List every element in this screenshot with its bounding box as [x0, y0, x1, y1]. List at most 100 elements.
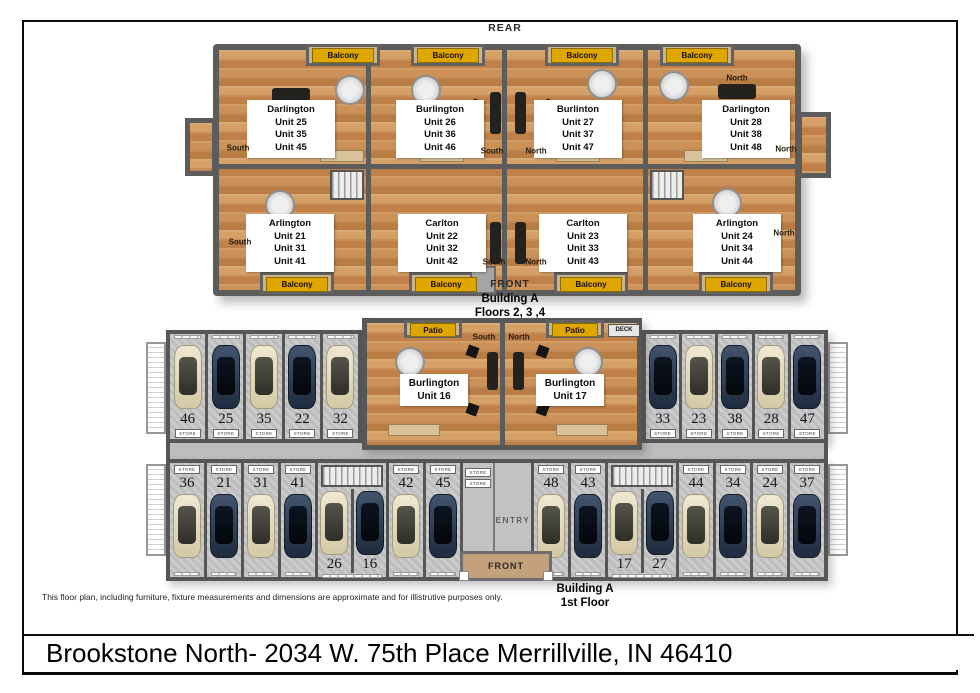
building-name: Building A [481, 293, 539, 305]
plan-name: Arlington [268, 218, 312, 229]
garage-door [719, 572, 747, 576]
floor-label: 1st Floor [560, 597, 610, 609]
car [721, 345, 749, 409]
storage-locker: STORE [794, 465, 820, 474]
upper-left-bumpout [185, 118, 217, 176]
direction-label: South [472, 332, 496, 342]
car [173, 494, 201, 558]
car [288, 345, 317, 409]
storage-locker: STORE [683, 465, 709, 474]
car [284, 494, 312, 558]
garage-door [685, 335, 712, 339]
garage-door [173, 572, 201, 576]
sofa [490, 92, 501, 134]
garage-door [173, 335, 202, 339]
direction-label: South [228, 237, 252, 247]
sofa [513, 352, 524, 390]
garage-stall-31: STORE 31 [244, 463, 281, 577]
unit-card-burlington-16: Burlington Unit 16 [400, 374, 468, 406]
unit-number: Unit 42 [426, 255, 458, 267]
unit-card-burlington-17: Burlington Unit 17 [536, 374, 604, 406]
storage-locker: STORE [757, 465, 783, 474]
car [719, 494, 747, 558]
garage-number: 38 [727, 411, 743, 427]
unit-number: Unit 46 [424, 141, 456, 153]
car [648, 345, 677, 409]
dining-table [573, 347, 603, 377]
garage-number: 34 [725, 475, 741, 491]
garage-number: 33 [655, 411, 671, 427]
garage-stall-17: 17 [608, 489, 641, 573]
garage-wing-top-left: 46 STORE 25 STORE 35 STORE 22 STORE 32 S… [166, 330, 362, 443]
unit-card-carlton-23: Carlton Unit 23 Unit 33 Unit 43 [539, 214, 627, 272]
stairwell [321, 465, 383, 487]
upper-wall-left [366, 50, 371, 290]
garage-row-bottom: STORE 36 STORE 21 STORE 31 STORE 41 [166, 459, 828, 581]
storage-locker: STORE [685, 429, 712, 438]
garage-door [793, 572, 821, 576]
garage-door [210, 572, 238, 576]
unit-number: Unit 26 [424, 116, 456, 128]
patio-label: Patio [552, 323, 598, 337]
upper-wall-right [643, 50, 648, 290]
garage-stall-44: STORE 44 [679, 463, 716, 577]
storage-locker: STORE [289, 429, 316, 438]
stairwell [650, 170, 684, 200]
car [320, 491, 349, 555]
plan-title: Brookstone North- 2034 W. 75th Place Mer… [24, 634, 974, 670]
garage-number: 45 [435, 475, 451, 491]
garage-stall-28: 28 STORE [755, 334, 791, 439]
garage-number: 28 [763, 411, 779, 427]
storage-locker: STORE [575, 465, 601, 474]
unit-number: Unit 24 [721, 230, 753, 242]
sofa [718, 84, 756, 99]
unit-card-burlinton-27: Burlinton Unit 27 Unit 37 Unit 47 [534, 100, 622, 158]
unit-card-burlington-26: Burlington Unit 26 Unit 36 Unit 46 [396, 100, 484, 158]
unit-number: Unit 35 [275, 129, 307, 140]
garage-stall-46: 46 STORE [170, 334, 209, 439]
end-porch-rail [828, 342, 848, 434]
garage-stall-25: 25 STORE [208, 334, 247, 439]
storage-locker: STORE [285, 465, 311, 474]
stairwell [330, 170, 364, 200]
end-porch-rail [146, 464, 166, 556]
garage-number: 27 [652, 556, 668, 572]
storage-locker: STORE [393, 465, 419, 474]
garage-stall-23: 23 STORE [682, 334, 719, 439]
car [429, 494, 457, 558]
unit-number: Unit 31 [274, 243, 306, 254]
car [211, 345, 240, 409]
storage-locker: STORE [649, 429, 676, 438]
garage-stall-47: 47 STORE [791, 334, 824, 439]
garage-door [326, 335, 355, 339]
garage-number: 48 [543, 475, 559, 491]
unit-number: Unit 38 [730, 129, 762, 140]
rear-compass-label: REAR [488, 22, 522, 34]
sofa [515, 92, 526, 134]
storage-locker: STORE [174, 429, 201, 438]
garage-stall-42: STORE 42 [389, 463, 426, 577]
patio-label: Patio [410, 323, 456, 337]
garage-wing-top-right: 33 STORE 23 STORE 38 STORE 28 STORE 47 S… [642, 330, 828, 443]
garage-door [649, 335, 676, 339]
garage-door [429, 572, 457, 576]
garage-door [212, 335, 240, 339]
car [173, 345, 202, 409]
unit-number: Unit 32 [426, 243, 458, 254]
plan-name: Darlington [722, 104, 770, 115]
storage-locker: STORE [465, 479, 491, 488]
garage-door [392, 572, 420, 576]
direction-label: North [508, 332, 530, 342]
garage-stall-38: 38 STORE [718, 334, 755, 439]
car [250, 345, 278, 409]
unit-number: Unit 41 [274, 255, 306, 267]
end-porch-rail [828, 464, 848, 556]
garage-door [574, 572, 602, 576]
plan-name: Carlton [425, 218, 459, 229]
balcony-label: Balcony [705, 277, 767, 292]
upper-right-bumpout [797, 112, 831, 178]
unit-card-arlington-24: Arlington Unit 24 Unit 34 Unit 44 [693, 214, 781, 272]
garage-stall-21: STORE 21 [207, 463, 244, 577]
garage-number: 37 [799, 475, 815, 491]
